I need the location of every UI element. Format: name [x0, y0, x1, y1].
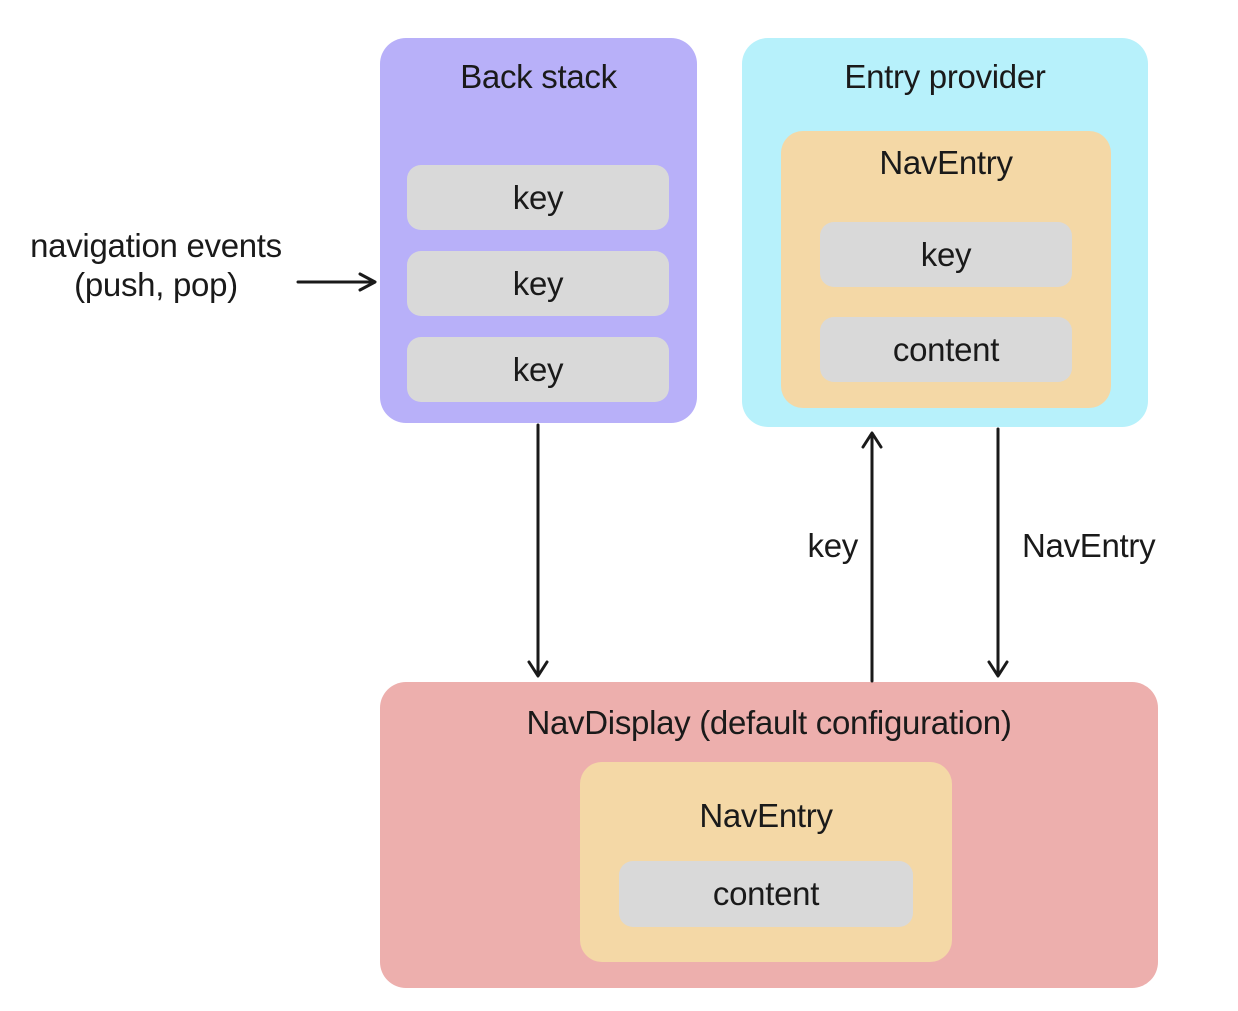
key-pill: key: [407, 251, 669, 316]
navigation-events-line1: navigation events: [30, 227, 282, 264]
naventry-down-arrow: [987, 427, 1009, 678]
entry-provider-title: Entry provider: [844, 58, 1046, 95]
key-pill: key: [407, 165, 669, 230]
naventry-arrow-label: NavEntry: [1022, 527, 1156, 564]
key-arrow-label: key: [807, 527, 859, 564]
backstack-to-navdisplay-arrow: [527, 423, 549, 678]
key-up-arrow: [861, 431, 883, 683]
nav-display-title: NavDisplay (default configuration): [526, 704, 1012, 741]
nav-display-nav-entry-title: NavEntry: [699, 797, 833, 834]
key-pill: key: [820, 222, 1072, 287]
content-pill: content: [820, 317, 1072, 382]
back-stack-title: Back stack: [460, 58, 617, 95]
key-pill: key: [407, 337, 669, 402]
navigation-events-line2: (push, pop): [74, 266, 238, 303]
entry-provider-nav-entry-title: NavEntry: [879, 144, 1013, 181]
push-pop-arrow: [296, 272, 377, 292]
navigation-events-label: navigation events (push, pop): [8, 226, 304, 304]
content-pill: content: [619, 861, 913, 927]
